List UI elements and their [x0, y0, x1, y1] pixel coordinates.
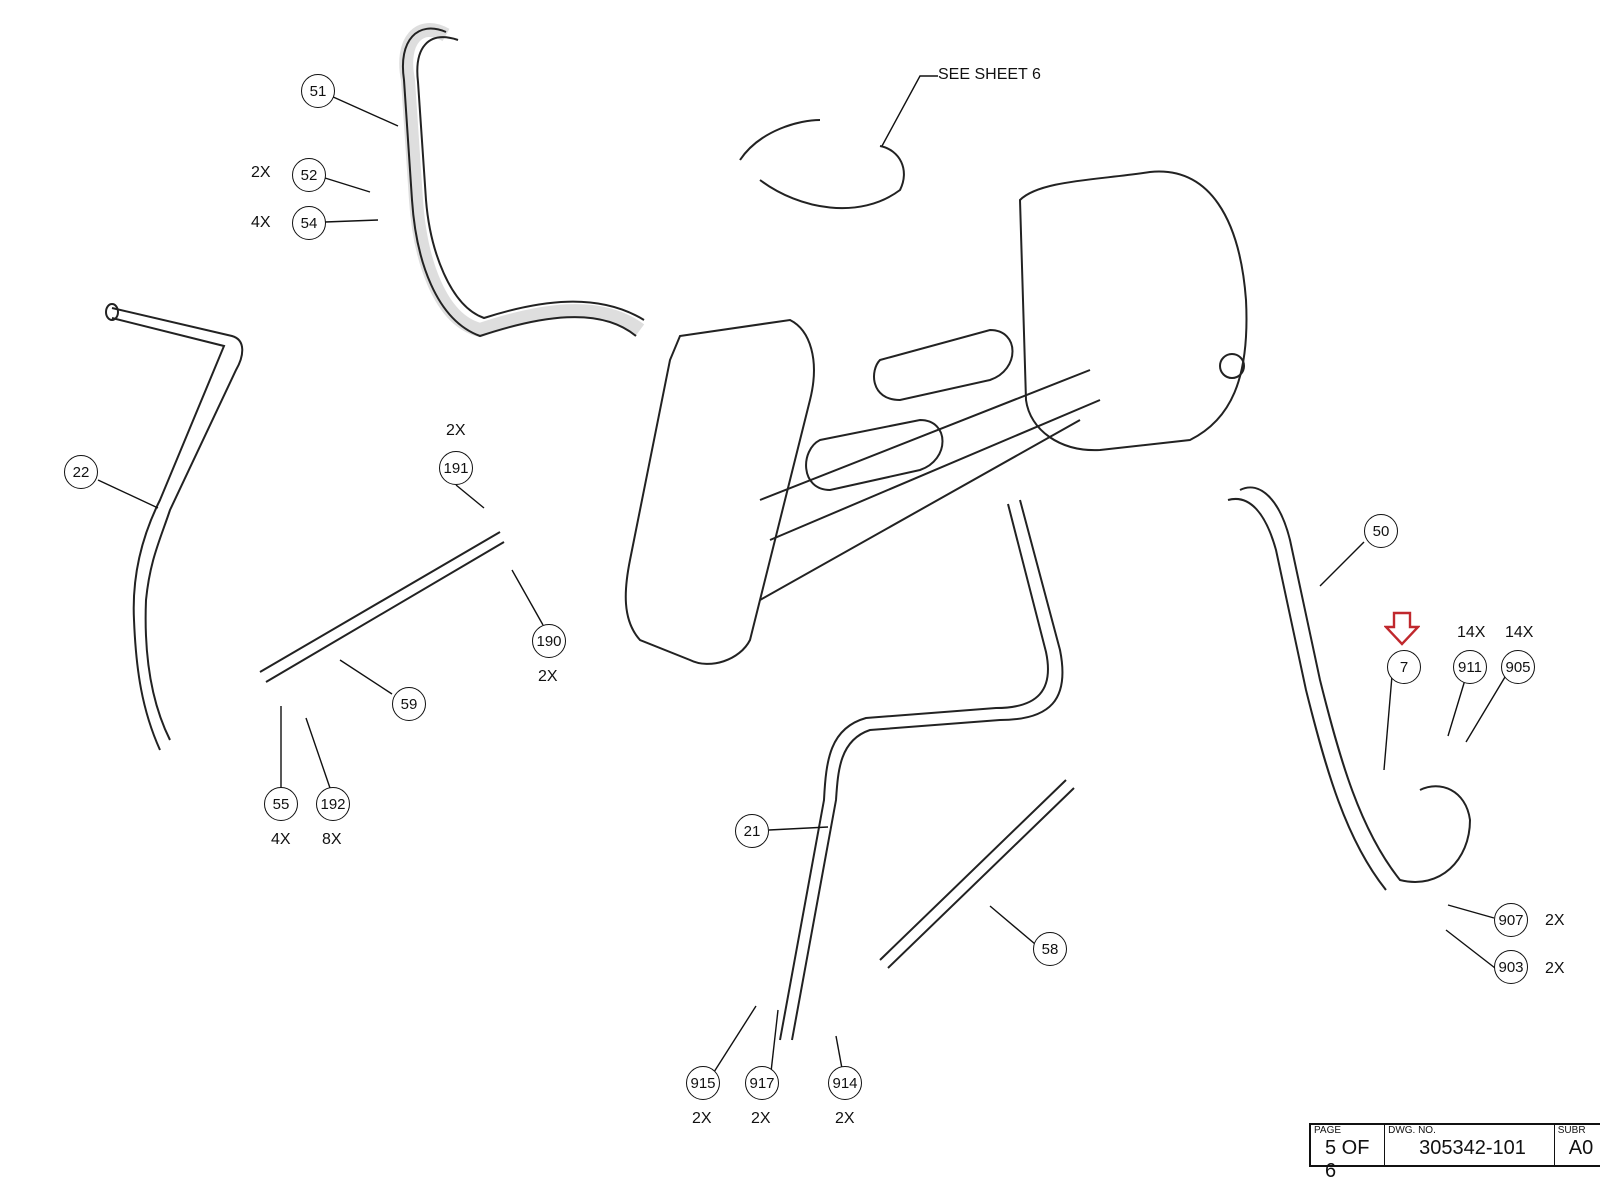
exploded-view-drawing [97, 23, 1509, 1075]
balloon-917[interactable]: 917 [745, 1066, 779, 1100]
qty-192: 8X [322, 831, 342, 848]
balloon-51[interactable]: 51 [301, 74, 335, 108]
subr-value: A0 [1568, 1137, 1594, 1159]
page-caption: PAGE [1314, 1125, 1342, 1136]
qty-54: 4X [251, 214, 271, 231]
qty-905: 14X [1505, 624, 1534, 641]
balloon-7[interactable]: 7 [1387, 650, 1421, 684]
balloon-52[interactable]: 52 [292, 158, 326, 192]
part-59-rod [259, 531, 505, 683]
part-51-arm [399, 23, 645, 338]
balloon-192[interactable]: 192 [316, 787, 350, 821]
highlight-arrow-icon [1384, 611, 1420, 646]
balloon-903[interactable]: 903 [1494, 950, 1528, 984]
balloon-59[interactable]: 59 [392, 687, 426, 721]
qty-907: 2X [1545, 912, 1565, 929]
qty-915: 2X [692, 1110, 712, 1127]
balloon-55[interactable]: 55 [264, 787, 298, 821]
subr-caption: SUBR [1557, 1125, 1586, 1136]
frame-rails [759, 369, 1101, 601]
page-cell: PAGE 5 OF 6 [1311, 1125, 1386, 1182]
balloon-54[interactable]: 54 [292, 206, 326, 240]
balloon-914[interactable]: 914 [828, 1066, 862, 1100]
pedal-rear [873, 328, 1014, 402]
qty-55: 4X [271, 831, 291, 848]
qty-914: 2X [835, 1110, 855, 1127]
subr-cell: SUBR A0 [1555, 1125, 1600, 1165]
balloon-191[interactable]: 191 [439, 451, 473, 485]
part-21-outline [779, 499, 1064, 1041]
qty-190: 2X [538, 668, 558, 685]
balloon-190[interactable]: 190 [532, 624, 566, 658]
page-value: 5 OF 6 [1325, 1137, 1370, 1182]
leader-lines [97, 75, 1509, 1075]
qty-191: 2X [446, 422, 466, 439]
part-50-outline [1227, 486, 1472, 891]
balloon-911[interactable]: 911 [1453, 650, 1487, 684]
balloon-21[interactable]: 21 [735, 814, 769, 848]
pedal-front [805, 418, 944, 492]
see-sheet-note: SEE SHEET 6 [938, 66, 1041, 83]
balloon-58[interactable]: 58 [1033, 932, 1067, 966]
dwg-value: 305342-101 [1419, 1137, 1526, 1159]
qty-903: 2X [1545, 960, 1565, 977]
balloon-915[interactable]: 915 [686, 1066, 720, 1100]
part-51-outline [401, 27, 645, 338]
balloon-905[interactable]: 905 [1501, 650, 1535, 684]
console-mast [624, 318, 815, 665]
dwg-caption: DWG. NO. [1388, 1125, 1436, 1136]
title-block: PAGE 5 OF 6 DWG. NO. 305342-101 SUBR A0 [1309, 1123, 1600, 1182]
qty-917: 2X [751, 1110, 771, 1127]
part-22-outline [111, 307, 244, 751]
part-58-rod [879, 779, 1075, 969]
dwg-cell: DWG. NO. 305342-101 [1385, 1125, 1555, 1165]
qty-911: 14X [1457, 624, 1486, 641]
balloon-22[interactable]: 22 [64, 455, 98, 489]
balloon-907[interactable]: 907 [1494, 903, 1528, 937]
upper-handlebar [739, 119, 905, 210]
qty-52: 2X [251, 164, 271, 181]
balloon-50[interactable]: 50 [1364, 514, 1398, 548]
rear-housing [1018, 170, 1248, 452]
